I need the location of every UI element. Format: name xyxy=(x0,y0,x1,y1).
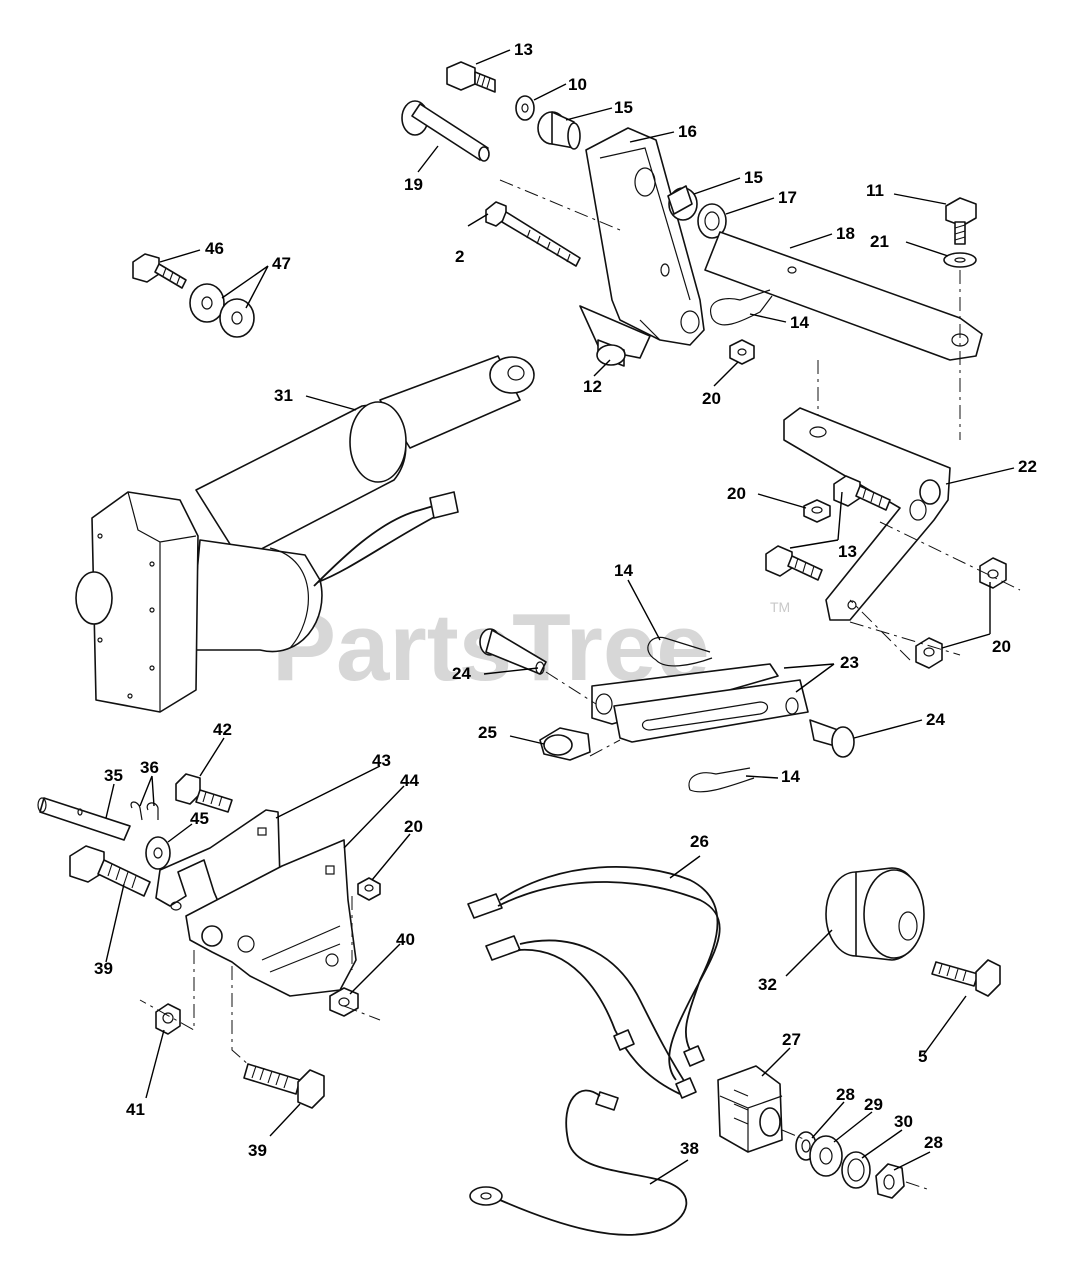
callout-24: 24 xyxy=(452,664,471,683)
part-35-pin xyxy=(37,797,131,841)
callout-38: 38 xyxy=(680,1139,699,1158)
callout-17: 17 xyxy=(778,188,797,207)
part-13-bolts-mid xyxy=(765,475,891,581)
part-22-bracket xyxy=(783,407,951,621)
part-15-bushing-top xyxy=(537,111,581,150)
part-26-wiring-harness xyxy=(467,865,721,1099)
part-38-ground-wire xyxy=(469,1089,688,1236)
part-39-bolt-lower xyxy=(243,1063,325,1109)
callout-24: 24 xyxy=(926,710,945,729)
callout-labels: 13 10 15 16 19 15 17 11 18 21 2 46 47 14… xyxy=(94,40,1037,1160)
callout-44: 44 xyxy=(400,771,419,790)
callout-35: 35 xyxy=(104,766,123,785)
part-27-switch xyxy=(717,1065,783,1153)
part-25-spacer xyxy=(539,727,591,761)
part-41-nut xyxy=(155,1003,181,1035)
callout-20: 20 xyxy=(702,389,721,408)
callout-46: 46 xyxy=(205,239,224,258)
callout-39: 39 xyxy=(248,1141,267,1160)
alignment-line-mid xyxy=(545,671,621,757)
callout-2: 2 xyxy=(455,247,464,266)
callout-10: 10 xyxy=(568,75,587,94)
part-16-link-arm xyxy=(585,127,705,346)
part-13-bolt-top xyxy=(446,61,496,93)
callout-14: 14 xyxy=(614,561,633,580)
callout-15: 15 xyxy=(744,168,763,187)
callout-43: 43 xyxy=(372,751,391,770)
part-30-washer xyxy=(841,1151,871,1189)
callout-40: 40 xyxy=(396,930,415,949)
part-31-actuator xyxy=(75,355,535,713)
callout-11: 11 xyxy=(866,181,884,200)
callout-22: 22 xyxy=(1018,457,1037,476)
callout-26: 26 xyxy=(690,832,709,851)
callout-27: 27 xyxy=(782,1030,801,1049)
leader-lines xyxy=(105,49,1015,1185)
part-28-nut-outer xyxy=(875,1163,905,1199)
callout-20: 20 xyxy=(992,637,1011,656)
callout-13: 13 xyxy=(514,40,533,59)
part-24-pins xyxy=(479,628,855,758)
part-15-bushing-right xyxy=(667,185,698,221)
part-36-clips xyxy=(130,801,159,821)
callout-25: 25 xyxy=(478,723,497,742)
callout-5: 5 xyxy=(918,1047,927,1066)
callout-41: 41 xyxy=(126,1100,145,1119)
callout-23: 23 xyxy=(840,653,859,672)
part-10-washer xyxy=(515,95,535,121)
part-46-bolt xyxy=(132,253,187,289)
alignment-line-right xyxy=(849,521,1021,661)
callout-39: 39 xyxy=(94,959,113,978)
callout-20: 20 xyxy=(404,817,423,836)
part-39-bolt-upper xyxy=(69,845,151,897)
part-14-hairpin-mid xyxy=(647,636,713,667)
callout-14: 14 xyxy=(790,313,809,332)
callout-15: 15 xyxy=(614,98,633,117)
alignment-line-lower-right xyxy=(781,1129,931,1191)
alignment-line-lower-left xyxy=(139,896,381,1067)
callout-31: 31 xyxy=(274,386,293,405)
part-5-bolt xyxy=(931,959,1001,997)
part-20-nut-lower xyxy=(357,877,381,901)
part-18-arm xyxy=(704,231,983,361)
callout-16: 16 xyxy=(678,122,697,141)
part-17-washer xyxy=(697,203,727,239)
callout-36: 36 xyxy=(140,758,159,777)
part-2-bolt xyxy=(485,201,581,267)
part-44-bracket xyxy=(185,839,357,997)
callout-30: 30 xyxy=(894,1112,913,1131)
part-29-washer xyxy=(809,1135,843,1177)
callout-20: 20 xyxy=(727,484,746,503)
callout-42: 42 xyxy=(213,720,232,739)
part-20-nuts-right xyxy=(915,557,1007,669)
part-21-washer xyxy=(943,252,977,268)
part-19-pin xyxy=(401,100,490,162)
callout-21: 21 xyxy=(870,232,889,251)
callout-19: 19 xyxy=(404,175,423,194)
part-47-washers xyxy=(189,283,255,338)
part-11-bolt xyxy=(945,197,977,245)
callout-18: 18 xyxy=(836,224,855,243)
callout-12: 12 xyxy=(583,377,602,396)
callout-14: 14 xyxy=(781,767,800,786)
part-45-washer xyxy=(145,836,171,870)
callout-29: 29 xyxy=(864,1095,883,1114)
callout-13: 13 xyxy=(838,542,857,561)
callout-28: 28 xyxy=(836,1085,855,1104)
part-20-nut-top xyxy=(729,339,755,365)
callout-28: 28 xyxy=(924,1133,943,1152)
part-12-spacer xyxy=(579,305,651,367)
part-23-links xyxy=(591,663,809,743)
callout-32: 32 xyxy=(758,975,777,994)
part-14-hairpin-top xyxy=(709,289,773,326)
part-20-nut-mid xyxy=(803,499,831,523)
part-32-wheel xyxy=(825,867,925,961)
part-40-nut xyxy=(329,987,359,1017)
part-42-bolt xyxy=(175,773,233,813)
part-14-hairpin-low xyxy=(688,767,755,793)
callout-47: 47 xyxy=(272,254,291,273)
callout-45: 45 xyxy=(190,809,209,828)
watermark-tm: TM xyxy=(770,599,790,615)
